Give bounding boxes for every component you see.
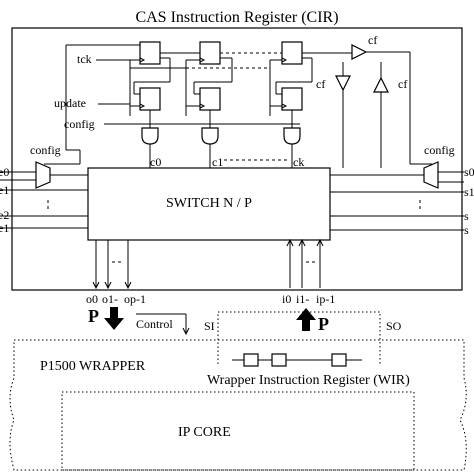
output-o1: o1- — [102, 292, 118, 306]
wir-register — [232, 353, 362, 367]
wir-cell-1 — [243, 353, 259, 367]
mux-left — [35, 161, 51, 189]
input-ip: ip-1 — [316, 292, 335, 306]
ip-core-outline — [61, 391, 415, 471]
ip-core-label: IP CORE — [178, 425, 231, 440]
arrow-in — [296, 308, 316, 331]
label-cf-left: cf — [316, 77, 325, 91]
arrow-out — [104, 307, 124, 330]
label-cf-right: cf — [398, 77, 407, 91]
mux-right — [423, 161, 439, 189]
arrow-in-label: P — [318, 314, 329, 334]
label-c1: c1 — [212, 155, 223, 169]
switch-label: SWITCH N / P — [166, 196, 252, 211]
and-gate-ck — [283, 127, 301, 145]
input-i1: i1- — [296, 292, 309, 306]
right-port-0: s0 — [464, 165, 474, 179]
wir-label: Wrapper Instruction Register (WIR) — [207, 373, 410, 388]
output-o0: o0 — [86, 292, 98, 306]
and-gate-c1 — [201, 127, 219, 145]
left-ports: e0 e1 e2 e1 — [0, 165, 88, 235]
label-ck: ck — [293, 155, 304, 169]
output-op: op-1 — [124, 292, 146, 306]
right-port-3: s — [464, 223, 469, 237]
bottom-outputs: o0 o1- op-1 — [86, 240, 146, 306]
left-port-0: e0 — [0, 165, 9, 179]
label-config: config — [64, 117, 95, 131]
label-config-left: config — [30, 143, 61, 157]
cf-buffer-top — [351, 44, 368, 60]
arrow-out-label: P — [88, 306, 99, 326]
si-label: SI — [204, 319, 215, 333]
cir-title: CAS Instruction Register (CIR) — [135, 9, 338, 26]
ff-row-2 — [139, 87, 303, 111]
label-tck: tck — [77, 52, 92, 66]
wrapper-label: P1500 WRAPPER — [40, 359, 146, 374]
input-i0: i0 — [282, 292, 291, 306]
wir-cell-3 — [331, 353, 347, 367]
cir-outer-box — [11, 27, 463, 291]
label-cf-top: cf — [368, 33, 377, 47]
and-gate-c0 — [141, 127, 159, 145]
ff-row-1 — [139, 41, 318, 65]
control-label: Control — [136, 317, 173, 331]
wir-cell-2 — [271, 353, 287, 367]
left-port-1: e1 — [0, 183, 9, 197]
right-ports: s0 s1 s s — [330, 165, 474, 237]
right-port-1: s1 — [464, 185, 474, 199]
and-gates — [141, 127, 301, 145]
right-port-2: s — [464, 209, 469, 223]
so-label: SO — [386, 319, 402, 333]
bottom-inputs: i0 i1- ip-1 — [282, 238, 335, 306]
label-config-right: config — [424, 143, 455, 157]
label-update: update — [54, 96, 86, 110]
left-port-2: e2 — [0, 208, 9, 222]
switch-box — [87, 167, 331, 241]
label-c0: c0 — [150, 155, 161, 169]
left-port-3: e1 — [0, 221, 9, 235]
